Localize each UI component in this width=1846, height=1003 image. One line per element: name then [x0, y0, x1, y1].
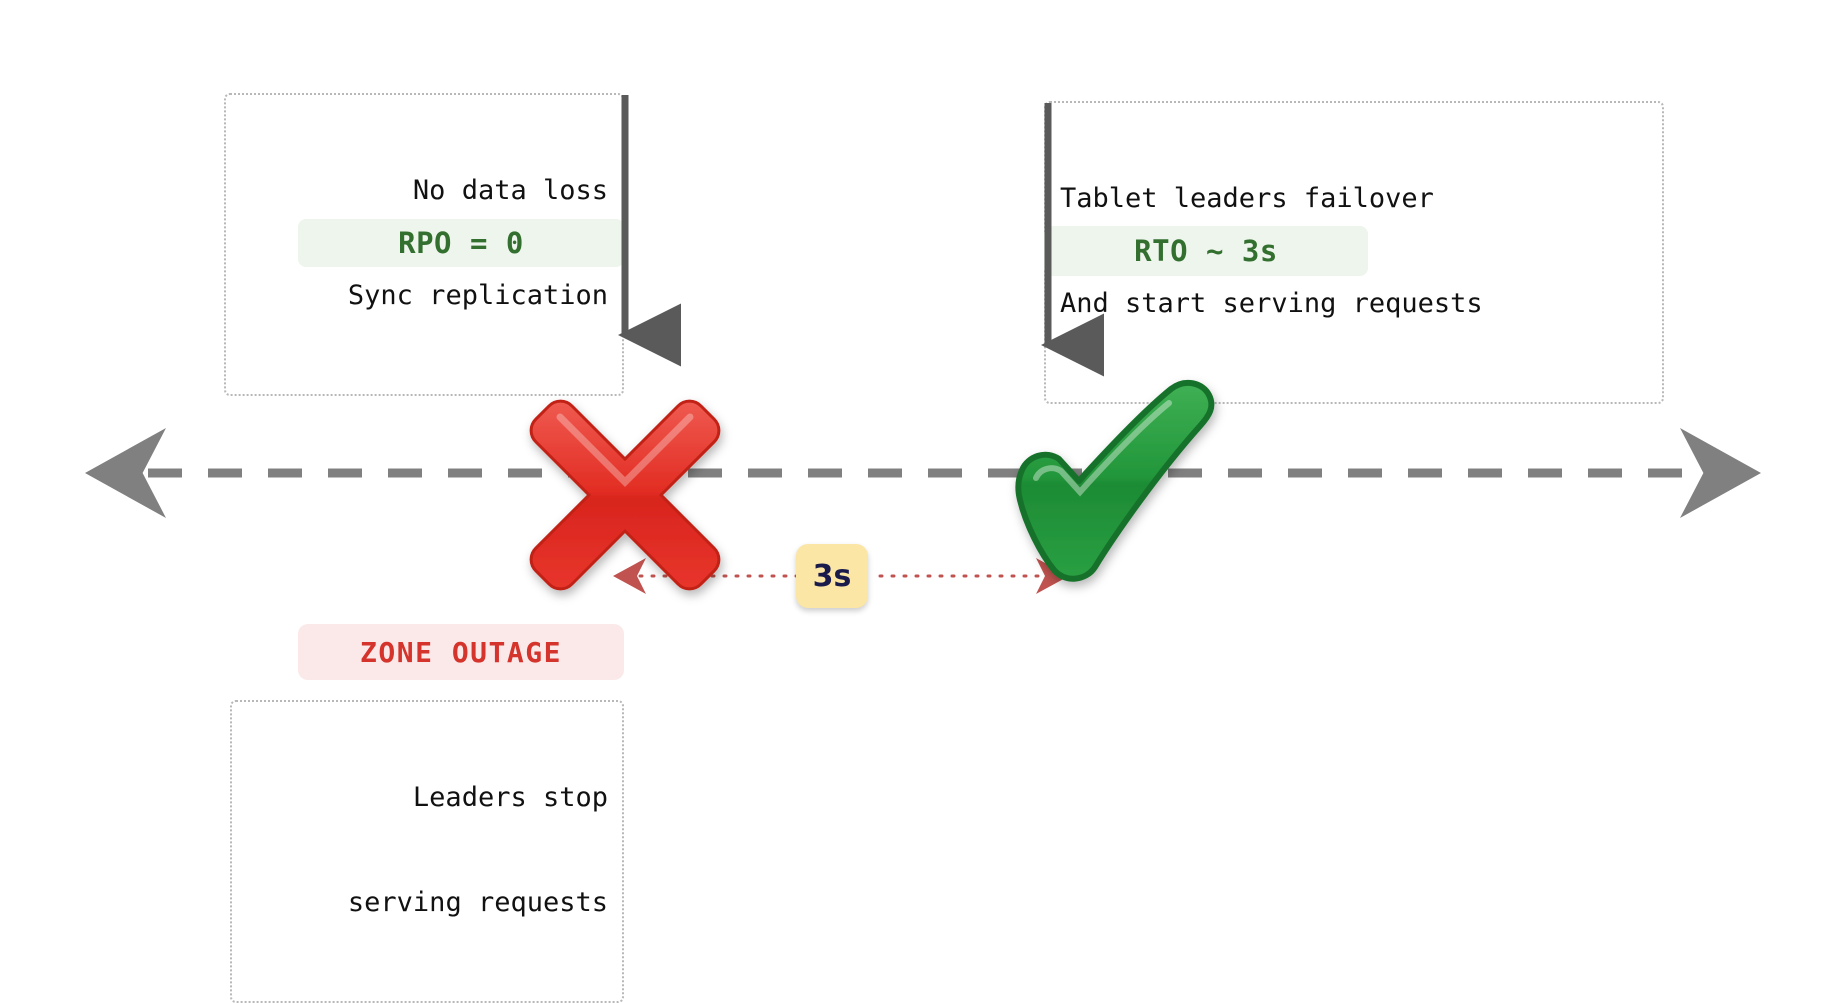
recovery-note-line-1: Tablet leaders failover [1060, 183, 1434, 215]
recovery-note-line-2: And start serving requests [1060, 288, 1483, 320]
zone-outage-badge: ZONE OUTAGE [298, 624, 624, 680]
cross-mark-icon [529, 399, 721, 591]
diagram-canvas: No data loss Sync replication RPO = 0 Ta… [85, 93, 1761, 1003]
rpo-metric-badge: RPO = 0 [298, 219, 624, 267]
recovery-note-box: Tablet leaders failover And start servin… [1044, 101, 1664, 404]
outage-effect-line-2: serving requests [347, 887, 608, 919]
duration-chip: 3s [796, 544, 868, 608]
check-mark-icon [1015, 379, 1215, 582]
outage-effect-line-1: Leaders stop [412, 782, 608, 814]
outage-note-line-2: Sync replication [347, 280, 608, 312]
outage-effect-note-box: Leaders stop serving requests [230, 700, 624, 1003]
outage-note-line-1: No data loss [412, 175, 608, 207]
rto-metric-badge: RTO ~ 3s [1044, 226, 1368, 276]
